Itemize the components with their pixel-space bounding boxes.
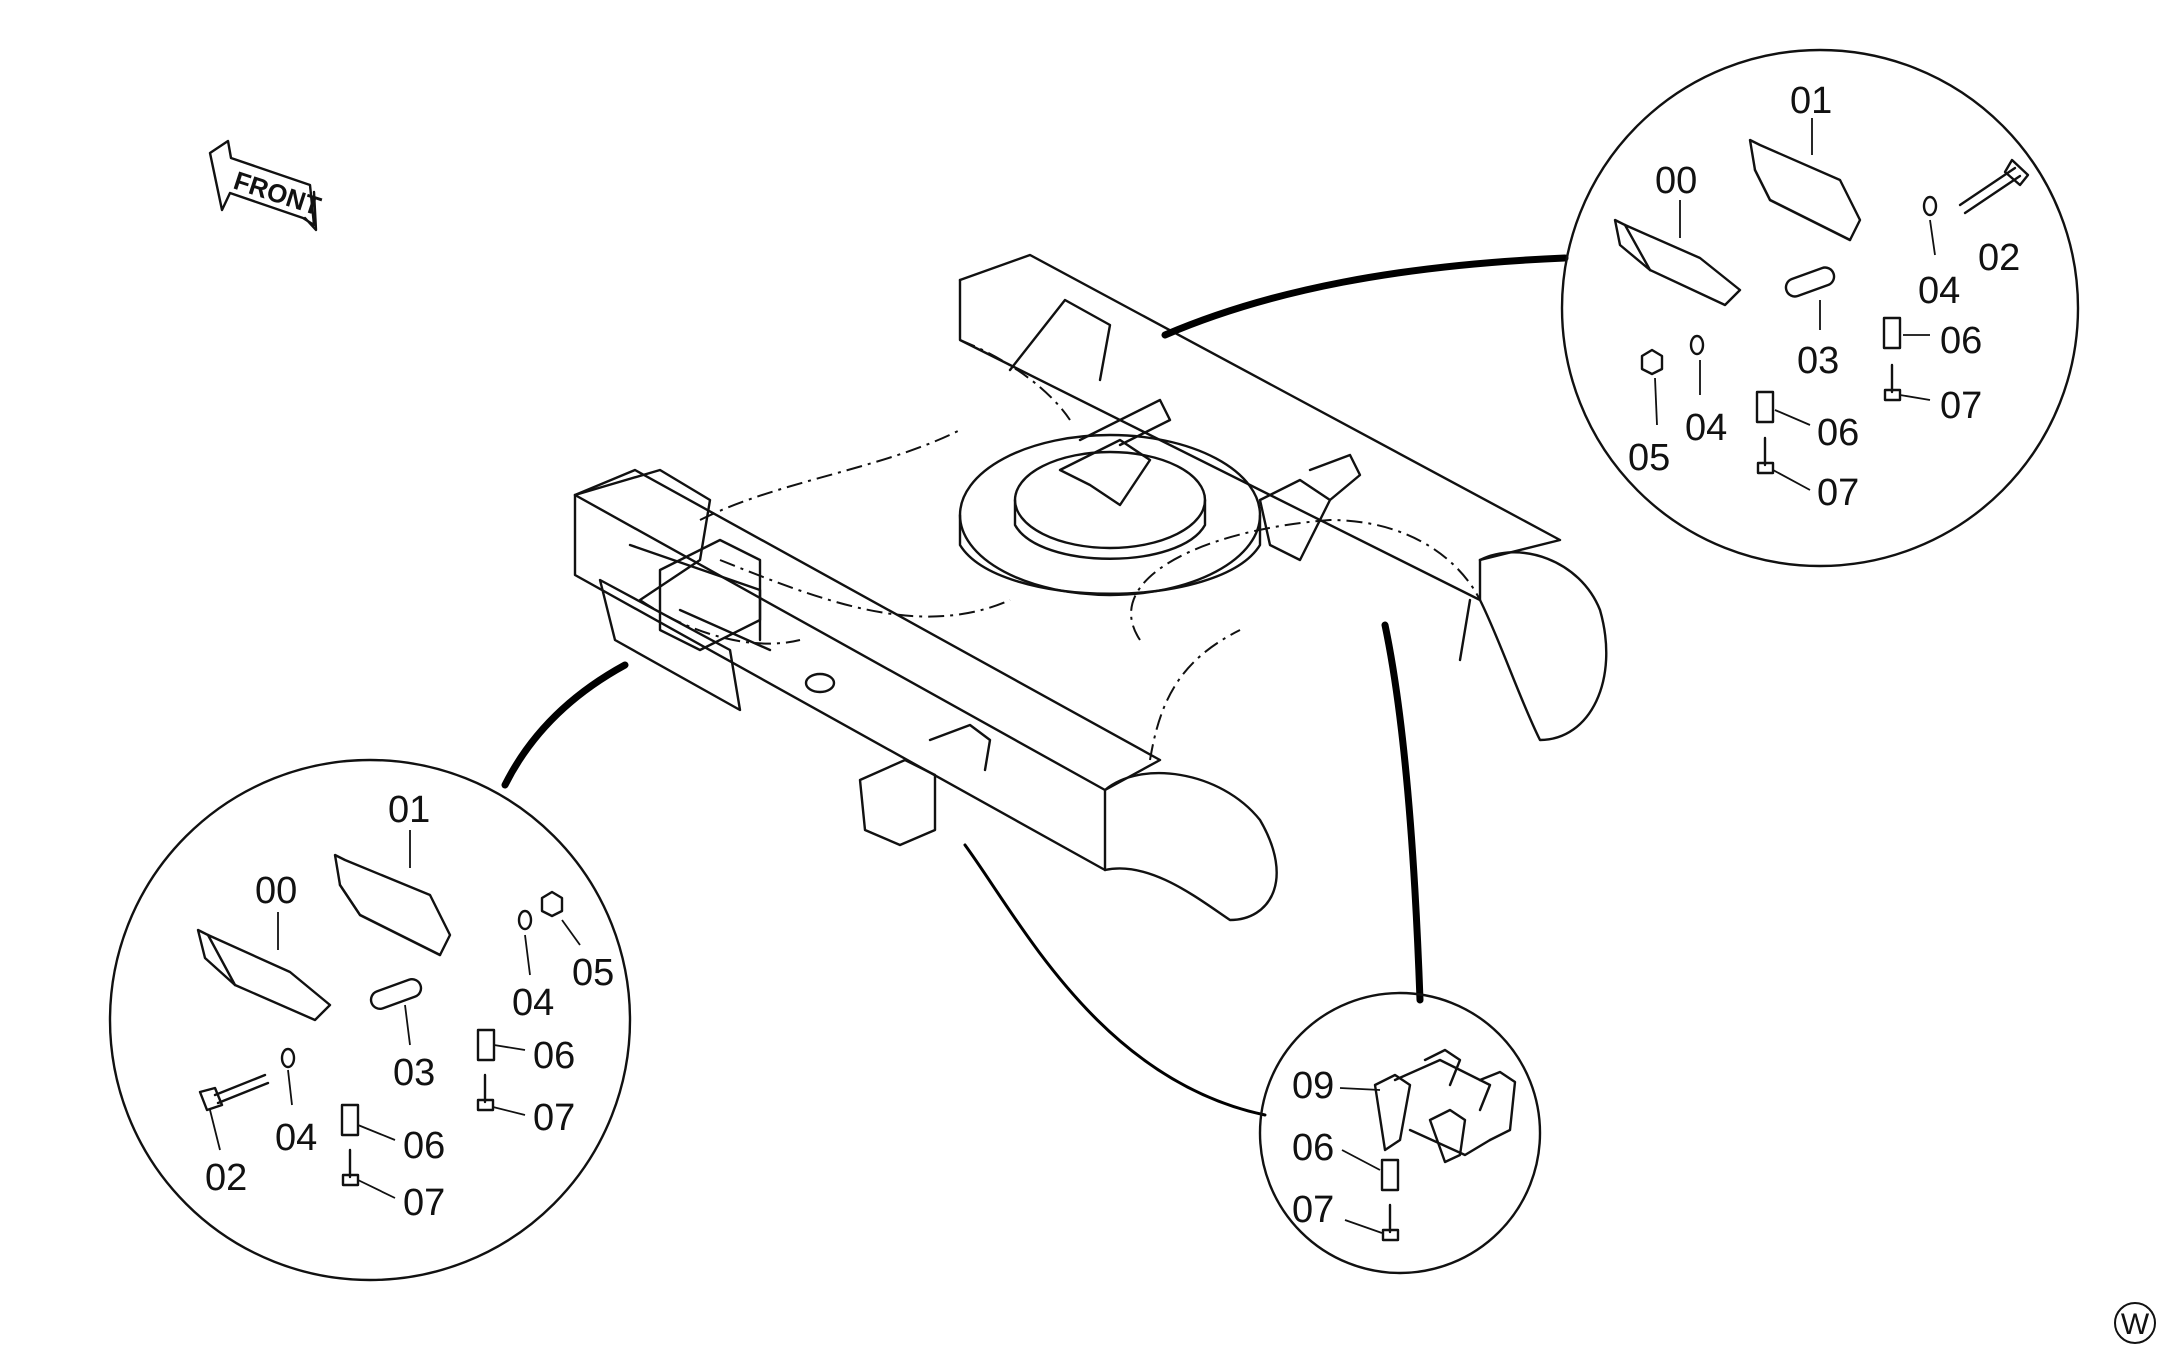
callout-bottom-left-label-01: 01: [388, 789, 430, 831]
callout-top-right-label-02: 02: [1978, 237, 2020, 279]
callout-top-right-label-06b: 06: [1817, 412, 1859, 454]
callout-bottom-left-label-04a: 04: [512, 982, 554, 1024]
callout-bottom-middle: 09 06 07: [1258, 991, 1542, 1275]
callout-bottom-left-label-07a: 07: [533, 1097, 575, 1139]
callout-top-right-label-01: 01: [1790, 80, 1832, 122]
callout-bottom-middle-label-07: 07: [1292, 1189, 1334, 1231]
callout-top-right-label-07a: 07: [1940, 385, 1982, 427]
callout-top-right-label-05: 05: [1628, 437, 1670, 479]
callout-bottom-left-label-00: 00: [255, 870, 297, 912]
callout-top-right-label-00: 00: [1655, 160, 1697, 202]
track-frame: [573, 253, 1608, 922]
callout-top-right-label-03: 03: [1797, 340, 1839, 382]
callout-bottom-left-label-04b: 04: [275, 1117, 317, 1159]
callout-bottom-left-label-02: 02: [205, 1157, 247, 1199]
callout-bottom-left-label-07b: 07: [403, 1182, 445, 1224]
callout-bottom-middle-label-09: 09: [1292, 1065, 1334, 1107]
watermark-label: W: [2121, 1308, 2150, 1341]
callout-top-right-label-07b: 07: [1817, 472, 1859, 514]
callout-top-right-label-04b: 04: [1685, 407, 1727, 449]
callout-bottom-left-label-06b: 06: [403, 1125, 445, 1167]
callout-top-right-label-04a: 04: [1918, 270, 1960, 312]
front-arrow: FRONT: [208, 139, 325, 232]
callout-leaders: [501, 254, 1569, 1117]
callout-top-right: 01 00 02 04 03 06 07 05 04 06 07: [1560, 48, 2080, 568]
callout-bottom-left-label-06a: 06: [533, 1035, 575, 1077]
callout-top-right-label-06a: 06: [1940, 320, 1982, 362]
watermark-symbol: W: [2114, 1302, 2156, 1344]
callout-bottom-middle-label-06: 06: [1292, 1127, 1334, 1169]
callout-bottom-left-label-03: 03: [393, 1052, 435, 1094]
callout-bottom-left-label-05: 05: [572, 952, 614, 994]
callout-bottom-left: 01 00 05 04 03 06 07 04 02 06 07: [108, 758, 632, 1282]
